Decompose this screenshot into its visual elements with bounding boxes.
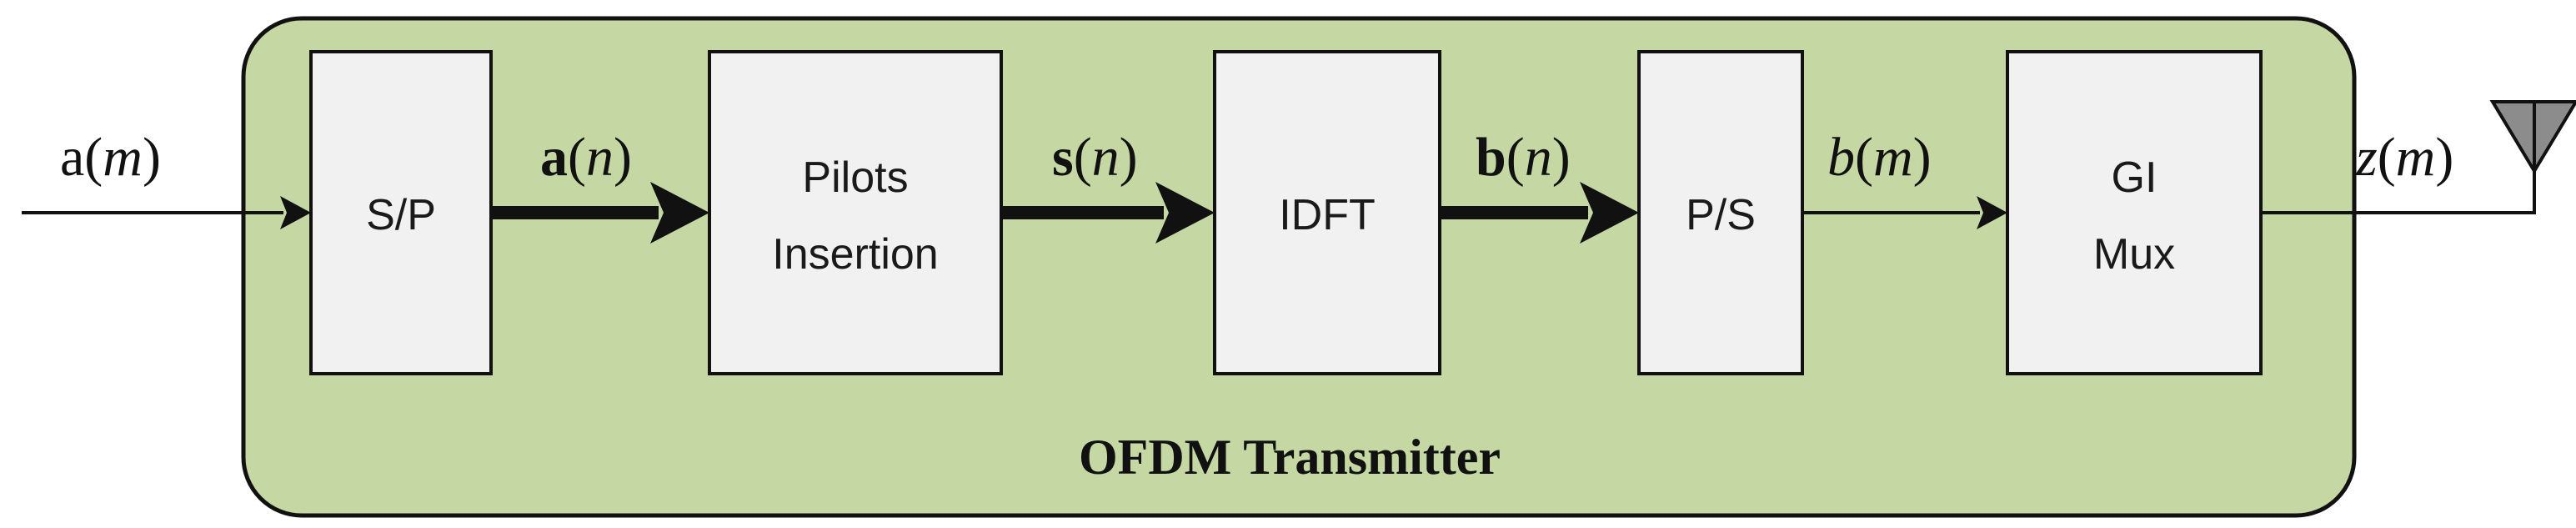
idft-label: IDFT	[1279, 191, 1376, 239]
signal-z-m-label: z(m)	[2355, 127, 2453, 188]
gi-label-line2: Mux	[2093, 230, 2175, 279]
ps-label: P/S	[1686, 191, 1756, 239]
gi-mux-block	[2006, 50, 2263, 375]
signal-s-n-label: s(n)	[1052, 127, 1138, 188]
sp-to-pilots-arrow	[491, 182, 709, 244]
sp-block	[309, 50, 493, 375]
pilots-label-line1: Pilots	[802, 153, 908, 202]
gi-label-line1: GI	[2112, 153, 2158, 202]
input-arrow	[22, 196, 311, 229]
signal-b-n-label: b(n)	[1476, 127, 1571, 188]
signal-b-m-label: b(m)	[1827, 127, 1932, 188]
sp-label: S/P	[366, 191, 436, 239]
transmitter-title: OFDM Transmitter	[1079, 430, 1501, 485]
idft-block	[1213, 50, 1441, 375]
signal-a-m-label: a(m)	[60, 127, 161, 188]
pilots-label-line2: Insertion	[772, 230, 938, 279]
idft-to-ps-arrow	[1440, 182, 1639, 244]
pilots-to-idft-arrow	[1001, 182, 1215, 244]
signal-a-n-label: a(n)	[540, 127, 632, 188]
ps-block	[1637, 50, 1804, 375]
antenna-icon	[2489, 100, 2576, 174]
ps-to-gi-arrow	[1802, 196, 2007, 229]
pilots-insertion-block	[708, 50, 1003, 375]
